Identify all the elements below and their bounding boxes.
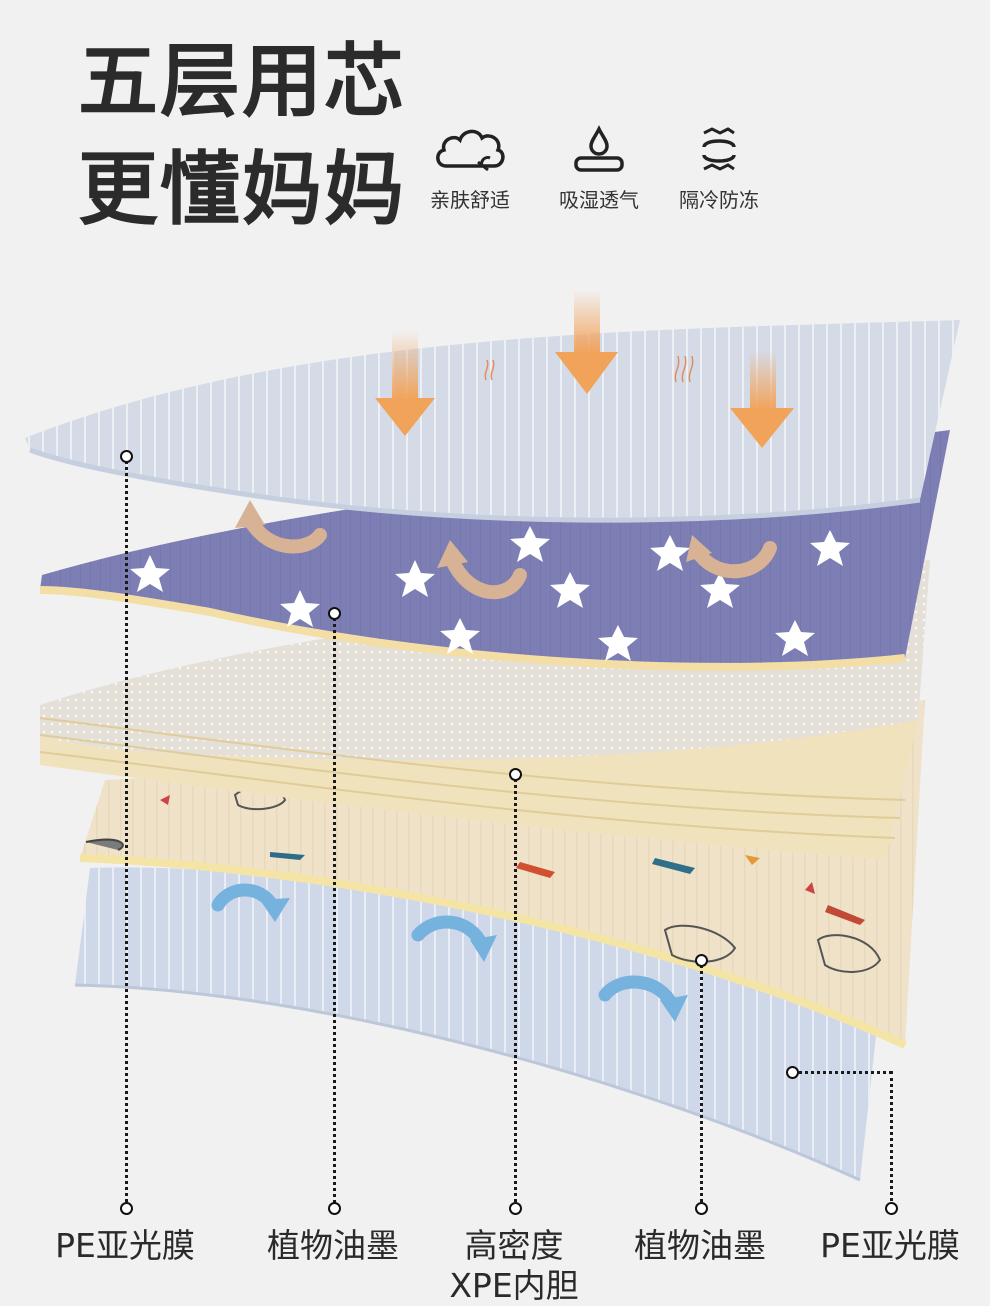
layer-marker-dot [695, 954, 708, 967]
star-pattern [130, 526, 850, 661]
headline: 五层用芯 更懂妈妈 [78, 28, 406, 244]
layer-marker-dot [328, 607, 341, 620]
leader-line-1 [125, 456, 128, 1208]
layer-bottom-film [74, 867, 880, 1182]
label-marker-dot [509, 1202, 522, 1215]
feature-cold-insulation: 隔冷防冻 [654, 120, 784, 213]
moisture-arrowhead-icon [235, 500, 712, 568]
label-marker-dot [328, 1202, 341, 1215]
layer-label-pe-film-bottom: PE亚光膜 [820, 1226, 960, 1265]
feature-label: 吸湿透气 [559, 188, 639, 212]
feature-skin-friendly: 亲肤舒适 [405, 120, 535, 213]
feature-breathable: 吸湿透气 [534, 120, 664, 213]
feature-label: 亲肤舒适 [430, 188, 510, 212]
leader-line-5-horizontal [792, 1071, 892, 1074]
layer-label-plant-ink-upper: 植物油墨 [267, 1226, 399, 1265]
label-marker-dot [695, 1202, 708, 1215]
layer-label-pe-film-top: PE亚光膜 [55, 1226, 195, 1265]
layer-label-xpe-core: 高密度 XPE内胆 [419, 1226, 609, 1306]
layer-label-xpe-line-1: 高密度 [464, 1226, 564, 1265]
heat-down-arrow-icon [375, 290, 794, 448]
water-drop-icon [534, 120, 664, 180]
label-marker-dot [120, 1202, 133, 1215]
headline-line-2: 更懂妈妈 [78, 143, 406, 236]
layer-label-plant-ink-lower: 植物油墨 [634, 1226, 766, 1265]
rocket-doodle [160, 795, 865, 925]
wind-flow-icon [654, 120, 784, 180]
layer-marker-dot [786, 1066, 799, 1079]
headline-line-1: 五层用芯 [78, 35, 406, 128]
moisture-curve-arrow-icon [243, 513, 777, 600]
leader-line-5 [890, 1071, 893, 1208]
layer-marker-dot [509, 768, 522, 781]
label-marker-dot [885, 1202, 898, 1215]
leader-line-3 [514, 774, 517, 1208]
layer-label-xpe-line-2: XPE内胆 [449, 1266, 579, 1305]
insulation-arrowhead-icon [260, 898, 688, 1022]
layer-marker-dot [120, 450, 133, 463]
cotton-cloud-icon [405, 120, 535, 180]
leader-line-4 [700, 960, 703, 1208]
feature-label: 隔冷防冻 [679, 188, 759, 212]
layer-top-film [25, 320, 960, 523]
heat-wave-icon [484, 355, 694, 383]
leader-line-2 [333, 613, 336, 1208]
